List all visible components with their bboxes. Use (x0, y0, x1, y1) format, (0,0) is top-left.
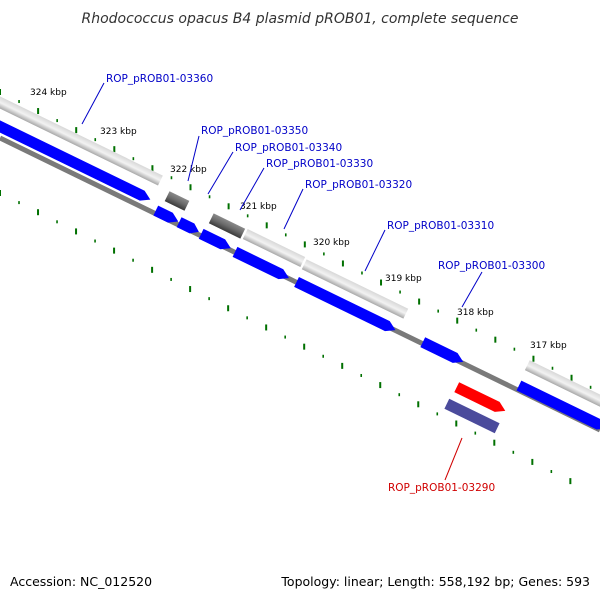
label-leader-line (81, 82, 105, 125)
cds-arrow-forward[interactable] (516, 380, 600, 434)
cds-arrow-forward[interactable] (176, 217, 202, 237)
gene-label[interactable]: ROP_pROB01-03360 (106, 73, 213, 85)
gene-block[interactable] (164, 191, 190, 211)
gene-block[interactable] (0, 92, 163, 186)
cds-arrow-forward[interactable] (0, 119, 153, 204)
cds-arrow-highlight[interactable] (454, 382, 507, 416)
cds-arrow-forward[interactable] (420, 337, 465, 367)
tick-label: 318 kbp (457, 308, 494, 318)
tick-label: 319 kbp (385, 274, 422, 284)
tick-label: 322 kbp (170, 165, 207, 175)
tick-label: 321 kbp (240, 202, 277, 212)
gene-block[interactable] (524, 360, 600, 412)
tick-label: 324 kbp (30, 88, 67, 98)
gene-label[interactable]: ROP_pROB01-03350 (201, 125, 308, 137)
accession-text: Accession: NC_012520 (10, 574, 152, 589)
gene-block[interactable] (242, 229, 306, 267)
label-leader-line (461, 271, 483, 308)
tick-row-upper (0, 89, 592, 389)
cds-arrow-forward[interactable] (232, 246, 292, 283)
gene-label[interactable]: ROP_pROB01-03310 (387, 220, 494, 232)
label-leader-line (187, 135, 200, 182)
label-leader-line (444, 437, 463, 481)
gene-labels: ROP_pROB01-03360ROP_pROB01-03350ROP_pROB… (81, 73, 545, 494)
tick-label: 323 kbp (100, 127, 137, 137)
label-leader-line (207, 151, 234, 195)
gene-label[interactable]: ROP_pROB01-03330 (266, 158, 373, 170)
cds-arrow-reverse[interactable] (444, 398, 500, 434)
gene-block[interactable] (301, 259, 409, 319)
label-leader-line (283, 188, 304, 230)
tick-label: 317 kbp (530, 341, 567, 351)
gene-label[interactable]: ROP_pROB01-03300 (438, 260, 545, 272)
gene-label[interactable]: ROP_pROB01-03340 (235, 142, 342, 154)
gene-label[interactable]: ROP_pROB01-03290 (388, 482, 495, 494)
gene-block[interactable] (208, 213, 246, 239)
gene-track (0, 92, 600, 434)
cds-arrow-forward[interactable] (198, 228, 233, 253)
summary-text: Topology: linear; Length: 558,192 bp; Ge… (280, 574, 590, 589)
tick-row-lower (0, 190, 572, 485)
map-title: Rhodococcus opacus B4 plasmid pROB01, co… (82, 11, 519, 27)
tick-label: 320 kbp (313, 238, 350, 248)
label-leader-line (364, 229, 386, 272)
cds-arrow-forward[interactable] (294, 276, 398, 335)
cds-arrow-forward[interactable] (153, 205, 180, 227)
tick-labels: 324 kbp 323 kbp 322 kbp 321 kbp 320 kbp 319 k… (30, 88, 567, 351)
gene-label[interactable]: ROP_pROB01-03320 (305, 179, 412, 191)
label-leader-line (239, 167, 265, 211)
